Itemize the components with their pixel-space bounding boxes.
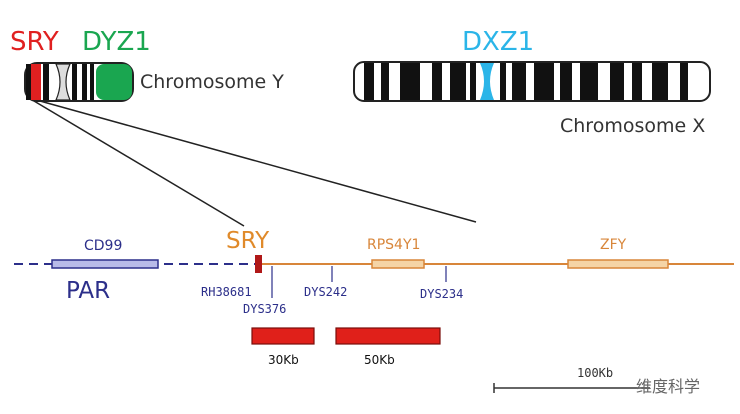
zfy-gene-box bbox=[567, 259, 669, 269]
zfy-label: ZFY bbox=[600, 237, 627, 253]
chromosome-y bbox=[24, 62, 134, 102]
segment-30kb-label: 30Kb bbox=[268, 353, 299, 367]
sry-band bbox=[31, 64, 41, 100]
chromosome-x-label: Chromosome X bbox=[560, 115, 705, 137]
rps4y1-label: RPS4Y1 bbox=[367, 237, 420, 253]
rps4y1-gene-box bbox=[371, 259, 425, 269]
segment-50kb-label: 50Kb bbox=[364, 353, 395, 367]
par-label: PAR bbox=[66, 278, 110, 304]
sry-map-label: SRY bbox=[226, 228, 270, 254]
dys234-marker-label: DYS234 bbox=[420, 287, 463, 301]
dys242-marker-label: DYS242 bbox=[304, 285, 347, 299]
dxz1-centromere bbox=[480, 63, 494, 100]
dys376-marker-label: DYS376 bbox=[243, 302, 286, 316]
rh38681-marker-label: RH38681 bbox=[201, 285, 252, 299]
segment-50kb-bar bbox=[335, 327, 441, 345]
chromosome-y-label: Chromosome Y bbox=[140, 71, 284, 93]
scale-bar-label: 100Kb bbox=[577, 366, 613, 380]
dxz1-title-label: DXZ1 bbox=[462, 27, 534, 57]
sry-gene-marker bbox=[255, 255, 262, 273]
cd99-gene-box bbox=[51, 259, 159, 269]
chromosome-x bbox=[353, 61, 711, 102]
cd99-label: CD99 bbox=[84, 238, 122, 254]
zoom-line-right bbox=[39, 100, 477, 223]
sry-title-label: SRY bbox=[10, 27, 59, 57]
watermark-text: 维度科学 bbox=[636, 377, 700, 396]
segment-30kb-bar bbox=[251, 327, 315, 345]
dyz1-band bbox=[96, 64, 132, 100]
zoom-line-left bbox=[33, 100, 245, 227]
dyz1-title-label: DYZ1 bbox=[82, 27, 151, 57]
chromosome-y-centromere bbox=[55, 63, 71, 101]
